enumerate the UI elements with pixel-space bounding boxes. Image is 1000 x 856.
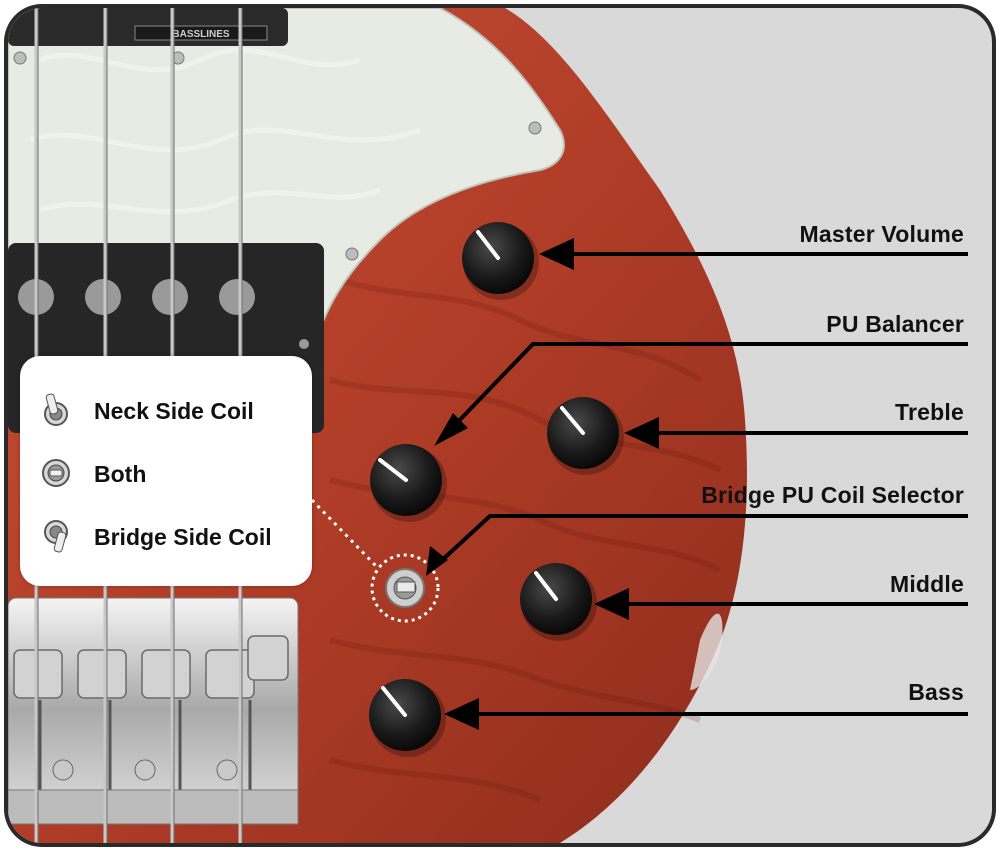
label-pu-balancer: PU Balancer (826, 311, 964, 337)
legend-label-neck: Neck Side Coil (94, 398, 254, 424)
bridge-plate (8, 597, 299, 821)
legend-item-both: Both (20, 453, 312, 493)
master-volume-knob (462, 222, 539, 300)
label-bass: Bass (908, 679, 964, 705)
label-middle: Middle (889, 571, 964, 597)
toggle-center-icon (42, 459, 70, 487)
label-master-volume: Master Volume (799, 221, 964, 247)
legend-label-both: Both (94, 461, 147, 487)
pu-balancer-knob (370, 444, 447, 522)
treble-knob (547, 397, 624, 475)
switch-position-legend: Neck Side Coil Both Bridge Side Coil (20, 356, 312, 586)
toggle-down-icon (44, 520, 68, 553)
callout-lines (438, 252, 968, 716)
label-treble: Treble (895, 399, 964, 425)
brand-plate: BASSLINES (172, 29, 230, 40)
legend-item-bridge: Bridge Side Coil (20, 516, 312, 556)
middle-knob (520, 563, 597, 641)
coil-selector-switch (370, 553, 440, 623)
toggle-up-icon (44, 393, 68, 426)
legend-label-bridge: Bridge Side Coil (94, 524, 272, 550)
label-bridge-pu-coil-selector: Bridge PU Coil Selector (701, 482, 964, 508)
legend-item-neck: Neck Side Coil (20, 390, 312, 430)
arrowheads (426, 238, 659, 730)
bass-knob (369, 679, 446, 757)
